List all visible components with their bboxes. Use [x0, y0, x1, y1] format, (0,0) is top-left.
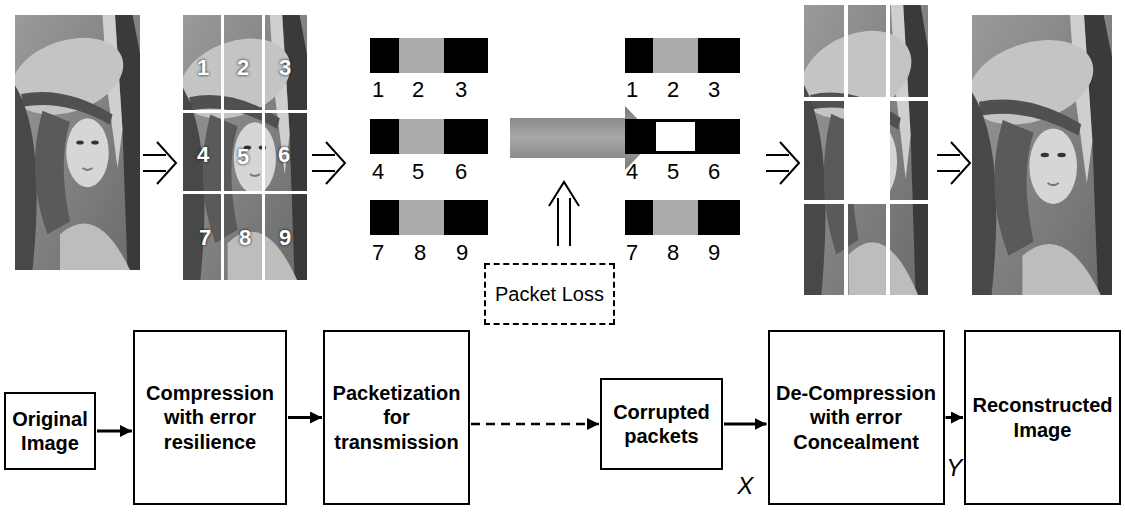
packet-number: 4 — [372, 161, 384, 183]
packet-number: 8 — [667, 242, 679, 264]
packet-number: 1 — [626, 79, 638, 101]
box-label: Original Image — [10, 407, 90, 456]
packet-number: 5 — [667, 161, 679, 183]
box-label: Packet Loss — [495, 282, 604, 306]
packet-number: 3 — [455, 79, 467, 101]
packet-number: 2 — [412, 79, 424, 101]
double-arrow — [937, 142, 970, 184]
received-packet-bars — [625, 200, 653, 235]
signal-label: X — [736, 474, 754, 498]
received-packet-bars — [625, 38, 653, 73]
packet-bars — [370, 38, 488, 235]
packet-bars — [399, 119, 444, 154]
block-grid-image — [183, 191, 307, 194]
block-grid-image — [170, 15, 307, 280]
box-label: De-Compression with error Concealment — [774, 381, 939, 454]
block-number: 4 — [197, 144, 209, 166]
received-packet-bars — [698, 119, 740, 154]
packet-number: 1 — [372, 79, 384, 101]
double-arrow — [143, 142, 176, 184]
packet-number: 8 — [414, 242, 426, 264]
up-arrow — [549, 182, 579, 246]
received-packet-bars — [698, 200, 740, 235]
packet-bars — [444, 119, 488, 154]
block-grid-image — [183, 110, 307, 113]
process-box: Packetization for transmission — [323, 330, 470, 505]
received-packet-bars — [625, 38, 740, 235]
box-label: Corrupted packets — [606, 400, 717, 449]
flow-arrow — [97, 430, 132, 433]
damaged-image — [848, 101, 886, 200]
packet-bars — [444, 200, 488, 235]
double-arrow — [766, 142, 799, 184]
received-packet-bars — [655, 121, 697, 153]
flow-arrow — [724, 423, 767, 426]
packet-number: 7 — [626, 242, 638, 264]
received-packet-bars — [653, 38, 698, 73]
block-grid-image — [262, 15, 265, 280]
double-arrow — [312, 142, 345, 184]
received-packet-bars — [625, 119, 653, 154]
packet-number: 4 — [626, 161, 638, 183]
damaged-image — [804, 200, 928, 204]
block-number: 2 — [237, 57, 249, 79]
box-label: Reconstructed Image — [970, 393, 1115, 442]
flow-arrow — [946, 416, 964, 419]
reconstructed-image — [957, 15, 1112, 295]
reconstructed-image — [957, 15, 1112, 295]
block-number: 7 — [199, 227, 211, 249]
packet-bars — [399, 200, 444, 235]
packet-number: 3 — [708, 79, 720, 101]
received-packet-bars — [698, 38, 740, 73]
packet-bars — [370, 38, 399, 73]
packet-number: 6 — [708, 161, 720, 183]
packet-bars — [370, 200, 399, 235]
flow-arrow — [471, 423, 599, 426]
received-packet-bars — [653, 200, 698, 235]
damaged-image — [804, 97, 928, 101]
block-number: 5 — [237, 146, 249, 168]
damaged-image — [791, 5, 928, 295]
box-label: Packetization for transmission — [329, 381, 464, 454]
process-box: Compression with error resilience — [133, 330, 287, 505]
process-box: Corrupted packets — [600, 378, 723, 470]
packet-number: 5 — [412, 161, 424, 183]
block-number: 3 — [279, 57, 291, 79]
damaged-image — [886, 5, 890, 295]
packet-number: 9 — [708, 242, 720, 264]
block-grid-image — [170, 15, 307, 280]
packet-bars — [399, 38, 444, 73]
block-grid-image — [221, 15, 224, 280]
packet-bars — [444, 38, 488, 73]
packet-bars — [370, 119, 399, 154]
flow-arrow — [288, 416, 322, 419]
block-number: 1 — [197, 57, 209, 79]
packet-number: 7 — [372, 242, 384, 264]
process-box: Original Image — [4, 392, 96, 470]
note-box: Packet Loss — [484, 263, 615, 325]
damaged-image — [791, 5, 928, 295]
packet-number: 9 — [456, 242, 468, 264]
box-label: Compression with error resilience — [139, 381, 281, 454]
signal-label: Y — [945, 456, 963, 480]
damaged-image — [844, 5, 848, 295]
packet-number: 2 — [667, 79, 679, 101]
up-arrow — [549, 182, 579, 246]
process-box: De-Compression with error Concealment — [768, 330, 945, 505]
packet-number: 6 — [455, 161, 467, 183]
block-number: 9 — [279, 227, 291, 249]
block-number: 8 — [239, 227, 251, 249]
block-number: 6 — [278, 144, 290, 166]
original-image — [2, 15, 140, 270]
original-image — [2, 15, 140, 270]
process-box: Reconstructed Image — [964, 330, 1121, 505]
